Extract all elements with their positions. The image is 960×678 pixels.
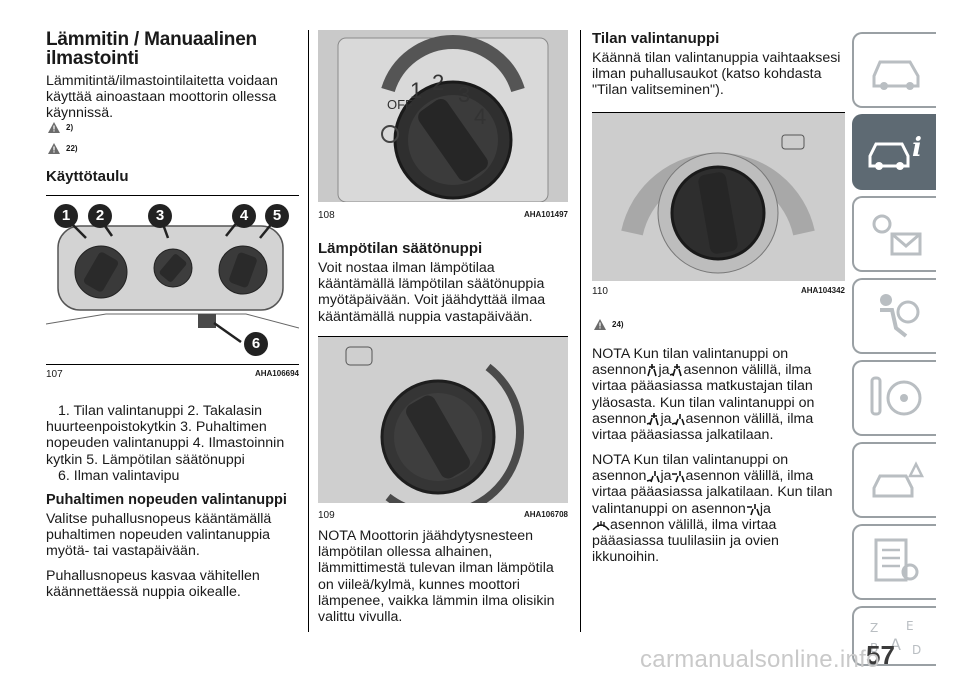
vent-feet-icon [647,471,661,483]
specs-icon [874,538,919,582]
vent-feet-defrost-icon [672,471,686,483]
figure-108-caption: 108 AHA101497 [318,210,568,221]
svg-text:D: D [912,643,921,657]
control-panel-drawing [46,215,299,344]
fan-speed-text: Valitse puhallusnopeus kääntämällä puhal… [46,511,272,600]
warning-ref-1: 2) [48,122,73,133]
warning-triangle-icon [48,143,60,154]
car-info-icon: i [868,133,922,170]
tab-getting-to-know[interactable]: i [852,114,936,190]
svg-text:A: A [890,635,901,654]
section-heading-control-panel: Käyttötaulu [46,168,129,185]
car-icon [872,60,920,90]
warning-ref-3: 24) [594,319,624,330]
warning-triangle-icon [48,122,60,133]
page-title-line1: Lämmitin / Manuaalinen [46,29,257,50]
callout-5: 5 [265,204,289,228]
dial-2: 2 [432,70,445,95]
tab-technical-data[interactable] [852,524,936,600]
figure-109-temp-dial [318,337,568,503]
figure-top-rule [318,336,568,337]
watermark: carmanualsonline.info [640,646,880,673]
breakdown-icon [872,461,925,498]
temp-text: Voit nostaa ilman lämpötilaa kääntämällä… [318,260,546,325]
column-1: Lämmitin / Manuaalinen ilmastointi Lämmi… [46,0,300,122]
svg-text:i: i [912,133,922,163]
callout-6: 6 [244,332,268,356]
warning-triangle-icon [594,319,606,330]
svg-text:B: B [870,641,878,655]
callout-1: 1 [54,204,78,228]
figure-110-caption: 110 AHA104342 [592,286,845,297]
callout-2: 2 [88,204,112,228]
warning-lights-icon [872,214,922,256]
fan-icon [381,125,399,143]
svg-text:E: E [906,619,914,633]
mode-text: Käännä tilan valintanuppia vaihtaaksesi … [592,50,841,99]
dial-off: OFF [387,97,413,112]
dial-3: 3 [458,82,471,107]
callout-4: 4 [232,204,256,228]
vent-feet-icon [672,413,686,426]
mode-dial-drawing [592,113,845,281]
tab-safety[interactable] [852,278,936,354]
airbag-icon [880,294,920,338]
legend: 1. Tilan valintanuppi 2. Takalasin huurt… [46,403,285,484]
figure-number: 107 [46,369,63,380]
vent-feet-defrost-icon [746,503,760,515]
temp-heading: Lämpötilan säätönuppi [318,240,483,257]
tab-lights-messages[interactable] [852,196,936,272]
page-title-line2: ilmastointi [46,48,139,69]
tab-dashboard[interactable] [852,32,936,108]
vent-face-icon [647,364,658,377]
column-separator-2 [580,30,581,632]
warning-ref-2: 22) [48,143,78,154]
dial-4: 4 [474,104,487,129]
figure-code: AHA106694 [254,369,299,378]
figure-top-rule [46,195,299,196]
tab-emergency[interactable] [852,442,936,518]
dial-1: 1 [410,78,423,103]
figure-top-rule [592,112,845,113]
intro-line-1: Lämmitintä/ilmastointilaitetta voidaan [46,73,278,89]
figure-107-caption: 107 AHA106694 [46,369,299,380]
windshield-defrost-icon [592,520,610,531]
mode-heading: Tilan valintanuppi [592,30,720,47]
column-separator-1 [308,30,309,632]
page-number: 57 [866,640,895,670]
temp-dial-drawing [318,337,568,503]
figure-bottom-rule [46,364,299,365]
vent-face-feet-icon [647,412,660,426]
svg-text:Z: Z [870,621,878,635]
figure-110-mode-dial [592,113,845,281]
intro-line-3: käynnissä. [46,105,114,122]
intro-line-2: käyttää ainoastaan moottorin ollessa [46,89,277,106]
figure-107-control-panel [46,196,299,356]
nota-coolant: NOTA Moottorin jäähdytysnesteen lämpötil… [318,528,555,626]
figure-109-caption: 109 AHA106708 [318,510,568,521]
callout-3: 3 [148,204,172,228]
fan-dial-drawing [318,30,568,202]
fan-speed-heading: Puhaltimen nopeuden valintanuppi [46,492,287,508]
figure-108-fan-dial [318,30,568,202]
vent-face-feet-icon [670,364,683,377]
steering-key-icon [870,376,922,416]
tab-starting-driving[interactable] [852,360,936,436]
